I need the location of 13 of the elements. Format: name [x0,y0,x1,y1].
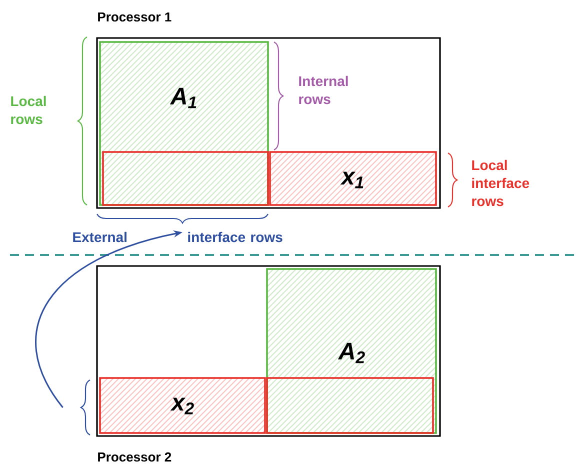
matrix-block: A$_{2}$ [266,268,437,434]
annotation-label: External [73,232,126,242]
matrix-block: x$_{2}$ [99,377,266,434]
matrix-block: x$_{1}$ [269,151,437,206]
node-label: Processor 2 [98,452,172,462]
matrix-block: A$_{1}$ [99,41,269,206]
annotation-label: Internal rows [299,76,348,104]
brace [96,214,268,224]
brace [80,380,90,436]
annotation-label: interface rows [188,232,282,242]
annotation-label: Local interface rows [472,160,530,206]
node-label: Processor 1 [98,12,172,22]
annotation-label: Local rows [11,96,46,124]
